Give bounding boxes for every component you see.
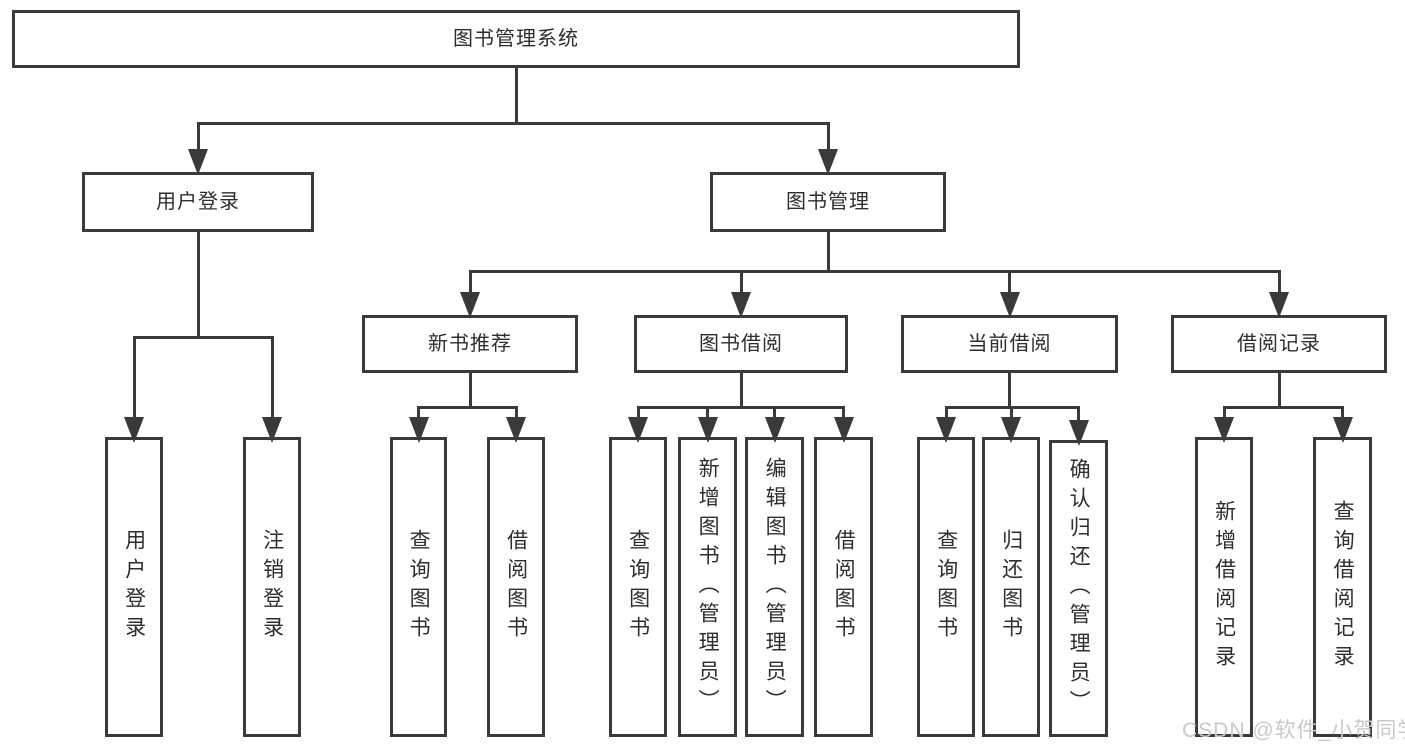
node-br-query: 查询借阅记录	[1313, 437, 1372, 737]
node-root: 图书管理系统	[12, 10, 1020, 68]
node-label-book-borrow: 图书借阅	[699, 333, 783, 355]
connector-line	[514, 406, 518, 419]
connector-line	[1077, 406, 1080, 422]
arrow-down-icon	[506, 417, 526, 443]
node-label-user-login-action: 用户登录	[122, 529, 146, 645]
connector-line	[1009, 406, 1013, 419]
connector-line	[1008, 270, 1011, 294]
connector-line	[132, 336, 136, 419]
connector-line	[468, 270, 1281, 273]
node-label-nbr-query: 查询图书	[407, 529, 431, 645]
node-nbr-borrow: 借阅图书	[487, 437, 545, 737]
connector-line	[132, 336, 274, 339]
connector-line	[1277, 270, 1281, 294]
arrow-down-icon	[1332, 417, 1353, 443]
node-borrow-records: 借阅记录	[1171, 315, 1387, 373]
arrow-down-icon	[764, 417, 785, 443]
arrow-down-icon	[262, 417, 282, 443]
node-label-root: 图书管理系统	[453, 28, 579, 50]
node-bb-lend: 借阅图书	[814, 437, 873, 737]
connector-line	[417, 406, 518, 409]
node-label-bb-add: 新增图书（管理员）	[696, 456, 720, 718]
node-label-br-add: 新增借阅记录	[1212, 500, 1236, 674]
node-label-cb-confirm: 确认归还（管理员）	[1067, 458, 1091, 719]
node-label-bb-lend: 借阅图书	[832, 529, 856, 645]
node-user-login: 用户登录	[82, 172, 314, 232]
connector-line	[1222, 406, 1344, 409]
connector-line	[739, 373, 743, 409]
connector-line	[468, 373, 472, 409]
connector-line	[196, 122, 200, 151]
connector-line	[944, 406, 948, 419]
arrow-down-icon	[628, 417, 648, 443]
arrow-down-icon	[833, 417, 854, 443]
arrow-down-icon	[936, 417, 956, 443]
connector-line	[468, 270, 472, 294]
node-label-cb-return: 归还图书	[999, 529, 1023, 645]
arrow-down-icon	[697, 417, 718, 443]
node-bb-edit: 编辑图书（管理员）	[745, 437, 804, 737]
arrow-down-icon	[1068, 420, 1089, 446]
connector-line	[826, 232, 830, 273]
node-cb-return: 归还图书	[982, 437, 1040, 737]
node-label-nbr-borrow: 借阅图书	[504, 529, 528, 645]
connector-line	[196, 232, 200, 339]
node-logout-action: 注销登录	[243, 437, 301, 737]
node-nbr-query: 查询图书	[390, 437, 447, 737]
node-label-bb-edit: 编辑图书（管理员）	[763, 456, 787, 718]
node-label-book-mgmt: 图书管理	[786, 191, 870, 213]
connector-line	[1341, 406, 1344, 419]
node-label-br-query: 查询借阅记录	[1331, 500, 1355, 674]
node-bb-query: 查询图书	[609, 437, 667, 737]
node-user-login-action: 用户登录	[105, 437, 163, 737]
connector-line	[514, 68, 518, 125]
node-label-bb-query: 查询图书	[626, 529, 650, 645]
node-label-logout-action: 注销登录	[260, 529, 284, 645]
connector-line	[636, 406, 845, 409]
connector-line	[196, 122, 830, 125]
connector-line	[1222, 406, 1226, 419]
node-book-mgmt: 图书管理	[710, 172, 946, 232]
arrow-down-icon	[1214, 417, 1234, 443]
arrow-down-icon	[408, 417, 429, 443]
connector-line	[417, 406, 420, 419]
watermark: CSDN @软件_小贺同学	[1182, 719, 1405, 742]
node-label-cb-query: 查询图书	[934, 529, 958, 645]
connector-line	[706, 406, 709, 419]
connector-line	[636, 406, 640, 419]
node-label-current-borrow: 当前借阅	[967, 333, 1052, 355]
connector-line	[773, 406, 776, 419]
node-label-new-book-rec: 新书推荐	[428, 333, 512, 355]
node-label-user-login: 用户登录	[156, 191, 240, 213]
connector-line	[1277, 373, 1281, 409]
node-cb-confirm: 确认归还（管理员）	[1049, 440, 1108, 737]
arrow-down-icon	[999, 292, 1020, 318]
node-br-add: 新增借阅记录	[1195, 437, 1253, 737]
node-cb-query: 查询图书	[917, 437, 975, 737]
arrow-down-icon	[731, 292, 751, 318]
connector-line	[842, 406, 845, 419]
connector-line	[739, 270, 743, 294]
node-book-borrow: 图书借阅	[634, 315, 848, 373]
node-bb-add: 新增图书（管理员）	[678, 437, 737, 737]
arrow-down-icon	[188, 149, 208, 175]
arrow-down-icon	[1001, 417, 1021, 443]
arrow-down-icon	[124, 417, 144, 443]
connector-line	[1008, 373, 1011, 409]
connector-line	[826, 122, 830, 151]
node-label-borrow-records: 借阅记录	[1237, 333, 1321, 355]
arrow-down-icon	[818, 149, 838, 175]
node-new-book-rec: 新书推荐	[362, 315, 578, 373]
arrow-down-icon	[460, 292, 480, 318]
arrow-down-icon	[1269, 292, 1289, 318]
node-current-borrow: 当前借阅	[901, 315, 1118, 373]
connector-line	[270, 336, 274, 419]
